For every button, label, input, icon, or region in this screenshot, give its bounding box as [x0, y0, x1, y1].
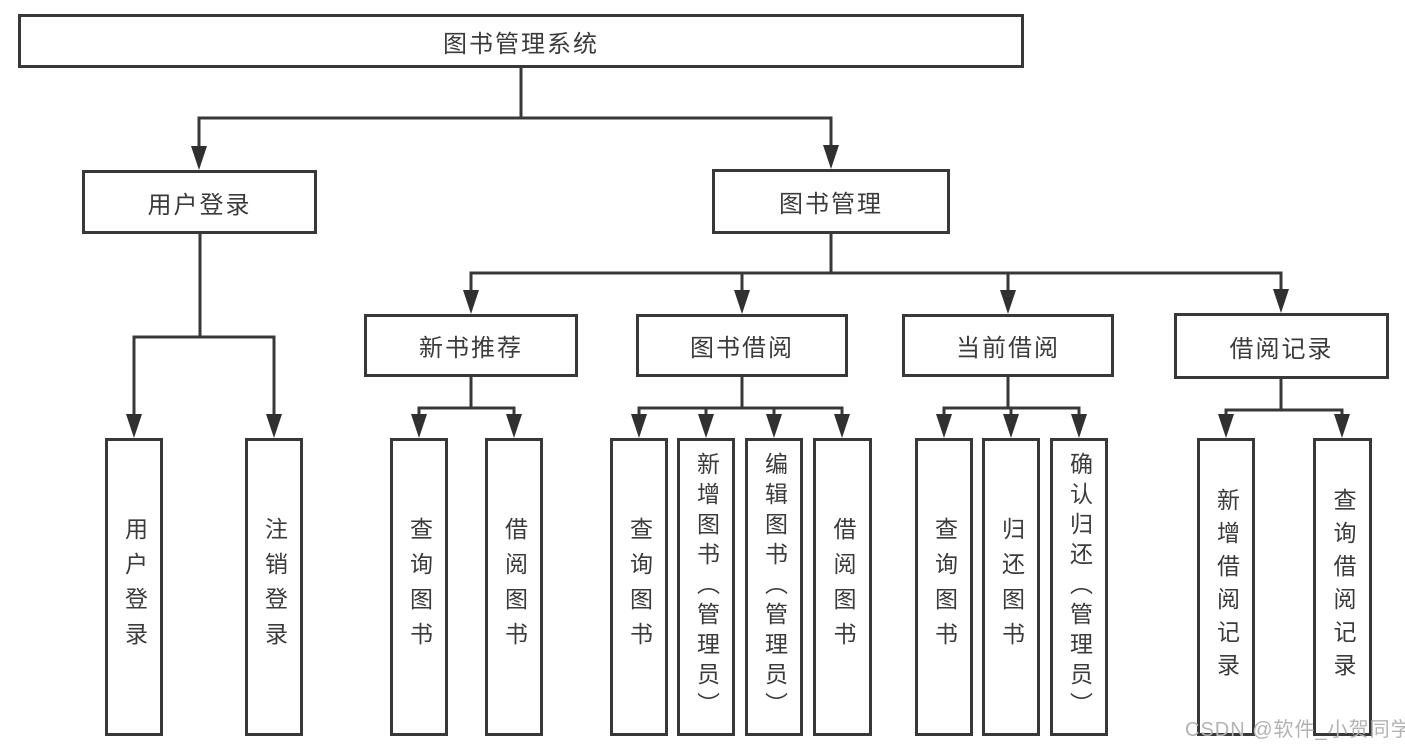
arrowhead [1003, 414, 1019, 438]
connector-new-book-rec-branch [417, 375, 516, 420]
arrowhead [936, 414, 952, 438]
arrowhead [1334, 414, 1350, 438]
leaf-label: 新增借阅记录 [1213, 488, 1240, 686]
node-book-borrowing: 图书借阅 [636, 314, 848, 377]
node-user-login: 用户登录 [82, 170, 317, 234]
connector-book-borrow-branch [637, 375, 844, 420]
leaf-edit-book-admin: 编辑图书（管理员） [745, 438, 803, 736]
leaf-label: 查询图书 [931, 517, 958, 657]
arrowhead [266, 414, 282, 438]
leaf-label: 查询借阅记录 [1330, 488, 1356, 686]
leaf-label: 确认归还（管理员） [1066, 452, 1093, 722]
leaf-label: 用户登录 [121, 517, 148, 657]
leaf-confirm-return-admin: 确认归还（管理员） [1050, 438, 1108, 736]
arrowhead [834, 414, 850, 438]
leaf-add-book-admin: 新增图书（管理员） [677, 438, 735, 736]
connector-root-branch [197, 66, 833, 152]
node-current-borrowing: 当前借阅 [902, 314, 1114, 377]
arrowhead [506, 414, 522, 438]
arrowhead [1218, 414, 1234, 438]
leaf-label: 查询图书 [626, 517, 653, 657]
leaf-label: 注销登录 [261, 517, 288, 657]
leaf-logout: 注销登录 [245, 438, 303, 736]
leaf-query-book-recommend: 查询图书 [390, 438, 448, 736]
arrowhead [734, 290, 750, 314]
connector-borrow-records-branch [1224, 377, 1344, 420]
node-borrowing-records: 借阅记录 [1174, 313, 1389, 379]
node-new-book-recommend: 新书推荐 [364, 314, 578, 377]
node-book-management: 图书管理 [712, 169, 950, 234]
leaf-borrow-book-recommend: 借阅图书 [485, 438, 543, 736]
arrowhead [698, 414, 714, 438]
leaf-query-book-current: 查询图书 [915, 438, 973, 736]
leaf-label: 归还图书 [998, 517, 1025, 657]
arrowhead [766, 414, 782, 438]
leaf-label: 借阅图书 [830, 517, 856, 657]
leaf-label: 新增图书（管理员） [693, 452, 720, 722]
arrowheads [126, 145, 1350, 438]
arrowhead [411, 414, 427, 438]
leaf-label: 编辑图书（管理员） [761, 452, 788, 722]
leaf-user-login: 用户登录 [105, 438, 163, 736]
leaf-label: 查询图书 [406, 517, 433, 657]
arrowhead [463, 290, 479, 314]
arrowhead [1000, 290, 1016, 314]
arrowhead [631, 414, 647, 438]
leaf-borrow-book-borrowing: 借阅图书 [813, 438, 872, 736]
connector-book-mgmt-branch [469, 232, 1283, 296]
leaf-query-borrow-record: 查询借阅记录 [1313, 438, 1372, 736]
leaf-return-book: 归还图书 [982, 438, 1040, 736]
connector-user-login-branch [132, 232, 276, 420]
arrowhead [191, 146, 207, 170]
node-root: 图书管理系统 [18, 14, 1024, 68]
leaf-label: 借阅图书 [501, 517, 528, 657]
connector-current-borrow-branch [942, 375, 1081, 420]
arrowhead [1273, 289, 1289, 313]
leaf-query-book-borrowing: 查询图书 [610, 438, 668, 736]
csdn-watermark: CSDN @软件_小贺同学 [1185, 719, 1405, 741]
arrowhead [1071, 414, 1087, 438]
arrowhead [126, 414, 142, 438]
arrowhead [823, 145, 839, 169]
leaf-add-borrow-record: 新增借阅记录 [1197, 438, 1255, 736]
